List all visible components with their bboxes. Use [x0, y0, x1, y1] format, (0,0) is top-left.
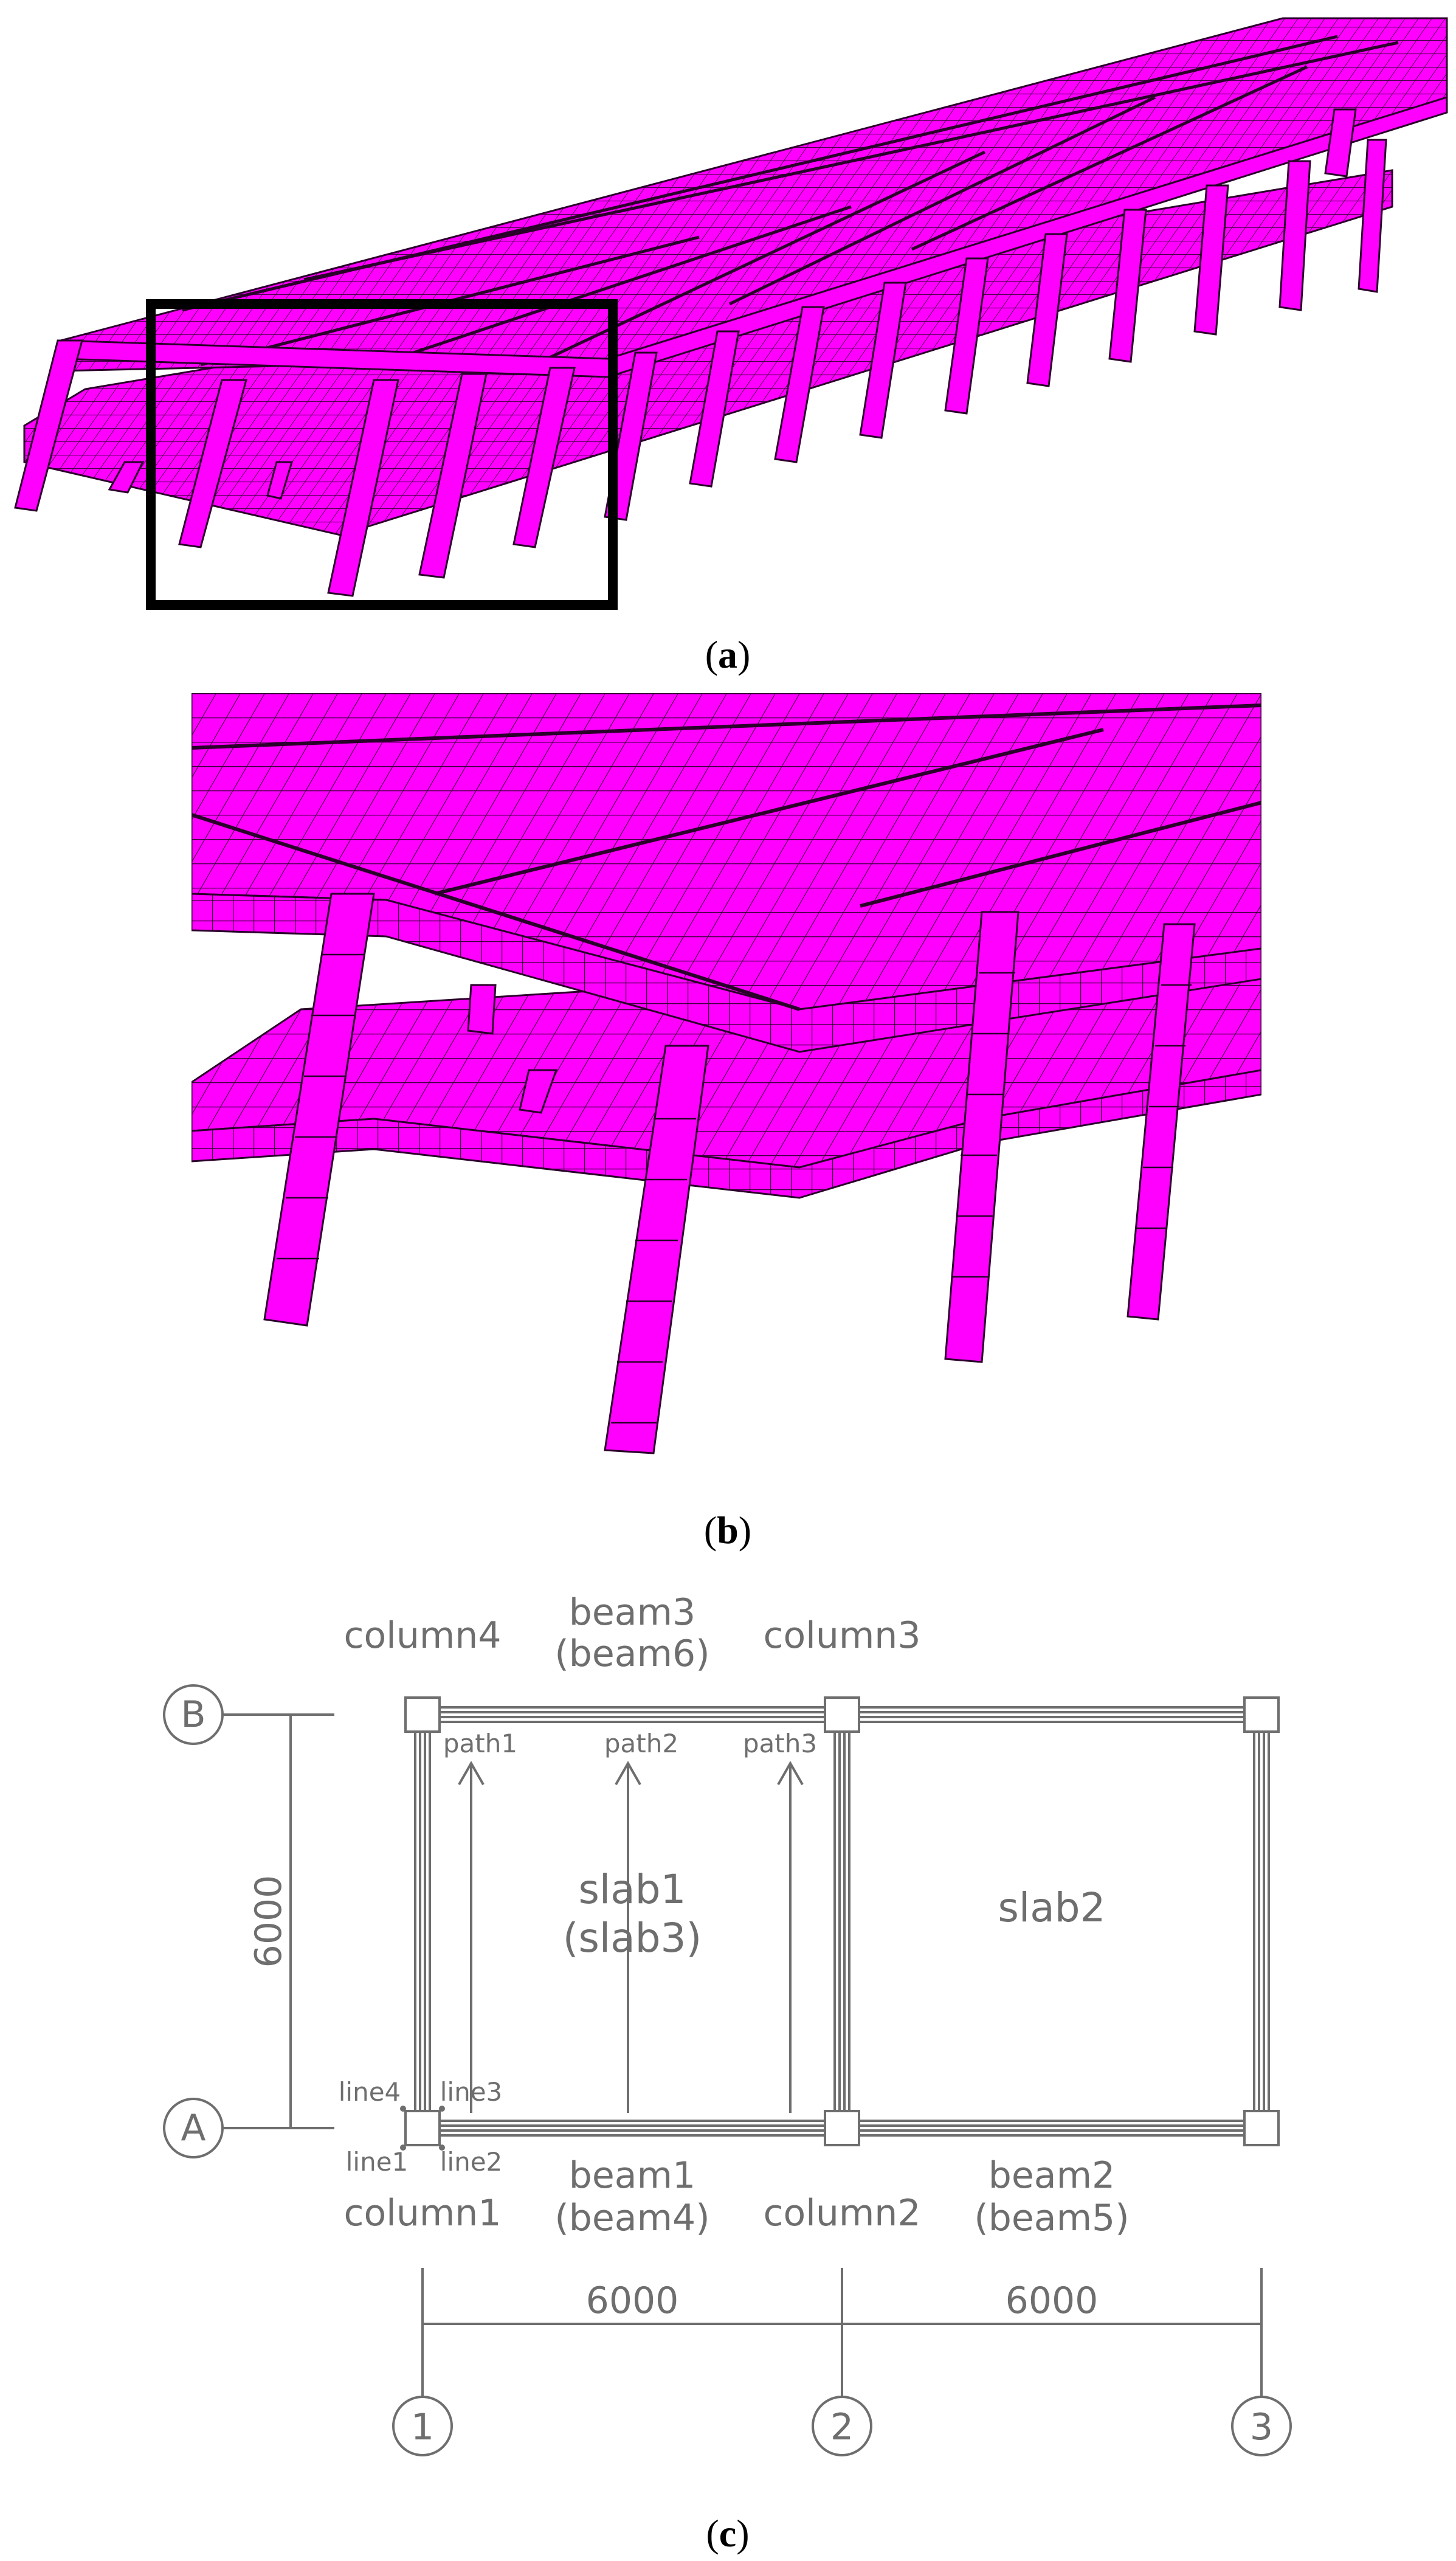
label-path1: path1 — [443, 1729, 517, 1758]
label-slab2: slab2 — [998, 1884, 1105, 1931]
label-beam4: (beam4) — [554, 2197, 709, 2239]
panel-a-full-model — [0, 0, 1456, 620]
label-slab3: (slab3) — [563, 1915, 702, 1961]
label-column3: column3 — [763, 1614, 920, 1657]
structural-plan: B A 1 2 3 6000 6000 6000 column4 column3… — [163, 1591, 1292, 2456]
caption-b: (b) — [703, 1509, 752, 1552]
column4-square — [404, 1696, 441, 1733]
label-path3: path3 — [743, 1729, 817, 1758]
grid-label-B: B — [181, 1693, 205, 1736]
panel-c-plan-drawing: B A 1 2 3 6000 6000 6000 column4 column3… — [0, 1557, 1456, 2505]
dimension-vertical: 6000 — [247, 1875, 290, 1968]
caption-a: (a) — [705, 633, 751, 676]
grid-label-A: A — [181, 2107, 205, 2149]
grid-label-2: 2 — [830, 2406, 854, 2449]
label-beam3: beam3 — [569, 1591, 695, 1634]
label-line3: line3 — [440, 2077, 503, 2107]
grid-label-1: 1 — [411, 2406, 434, 2449]
label-column2: column2 — [763, 2192, 920, 2234]
label-slab1: slab1 — [578, 1866, 686, 1913]
column-B3-square — [1243, 1696, 1280, 1733]
column2-square — [824, 2110, 860, 2146]
column1-square — [404, 2110, 441, 2146]
grid-label-3: 3 — [1250, 2406, 1273, 2449]
label-column4: column4 — [343, 1614, 501, 1657]
label-path2: path2 — [604, 1729, 678, 1758]
zoom-region-box — [146, 299, 618, 610]
column3-square — [824, 1696, 860, 1733]
label-line4: line4 — [339, 2077, 401, 2107]
label-beam1: beam1 — [569, 2154, 695, 2197]
label-column1: column1 — [343, 2192, 501, 2234]
zoomed-mesh-image — [190, 692, 1263, 1454]
caption-c: (c) — [706, 2512, 750, 2555]
label-beam6: (beam6) — [554, 1633, 709, 1675]
label-line2: line2 — [440, 2147, 503, 2177]
panel-b-zoomed-detail — [190, 692, 1263, 1478]
label-beam2: beam2 — [988, 2154, 1115, 2197]
path-arrows — [458, 1760, 804, 2113]
label-line1: line1 — [346, 2147, 409, 2177]
label-beam5: (beam5) — [974, 2197, 1129, 2239]
dimension-span2: 6000 — [1006, 2279, 1099, 2322]
full-mesh-model-image — [14, 17, 1448, 610]
dimension-span1: 6000 — [586, 2279, 679, 2322]
column-A3-square — [1243, 2110, 1280, 2146]
